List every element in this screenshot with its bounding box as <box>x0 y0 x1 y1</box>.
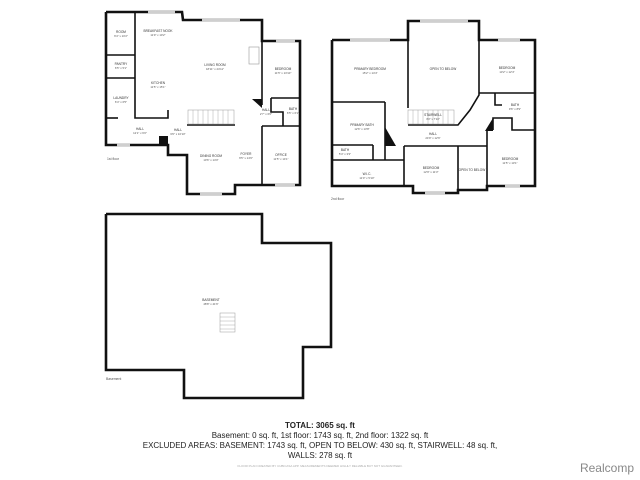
floor-areas: Basement: 0 sq. ft, 1st floor: 1743 sq. … <box>211 431 429 440</box>
room-dimensions: 12'9" x 11'3" <box>423 170 438 174</box>
walls-area: WALLS: 278 sq. ft <box>287 451 353 460</box>
room-dimensions: 11'5" x 13'10" <box>275 71 292 75</box>
room-dimensions: 11'5" x 15'1" <box>150 85 165 89</box>
room-dimensions: 3'3" x 7'10" <box>426 117 440 121</box>
room-label: OFFICE <box>275 153 287 157</box>
disclaimer: FLOOR PLAN CREATED BY CUBICASA APP. MEAS… <box>237 464 403 468</box>
floor-label: 2nd floor <box>331 197 345 201</box>
first-floor-plan: ROOM 6'4" x 10'2" BREAKFAST NOOK 11'9" x… <box>104 10 302 196</box>
room-label: BEDROOM <box>423 166 440 170</box>
room-label: BASEMENT <box>202 298 220 302</box>
room-dimensions: 18'11" x 24'11" <box>206 67 224 71</box>
room-dimensions: 11'5" x 14'1" <box>273 157 288 161</box>
room-label: FOYER <box>241 152 253 156</box>
room-dimensions: 9'6" x 8'9" <box>509 107 521 111</box>
room-labels-first: ROOM 6'4" x 10'2" BREAKFAST NOOK 11'9" x… <box>113 29 299 162</box>
second-floor-plan: PRIMARY BEDROOM 15'2" x 14'4" OPEN TO BE… <box>330 19 537 201</box>
room-labels-second: PRIMARY BEDROOM 15'2" x 14'4" OPEN TO BE… <box>339 66 521 180</box>
room-label: BREAKFAST NOOK <box>144 29 174 33</box>
excluded-areas: EXCLUDED AREAS: BASEMENT: 1743 sq. ft, O… <box>142 441 498 450</box>
room-dimensions: 13'2" x 12'4" <box>499 70 514 74</box>
room-dimensions: 12'6" x 13'8" <box>354 127 369 131</box>
brand-watermark: Realcomp <box>579 461 634 475</box>
room-dimensions: 10'6" x 14'0" <box>203 158 218 162</box>
floor-label: Basement <box>106 377 121 381</box>
room-dimensions: 12'1" x 6'0" <box>133 131 147 135</box>
room-label: STAIRWELL <box>424 113 442 117</box>
room-label: HALL <box>136 127 144 131</box>
room-label: ROOM <box>116 30 126 34</box>
room-dimensions: 6'4" x 6'5" <box>115 100 127 104</box>
room-dimensions: 11'0" x 5'10" <box>359 176 374 180</box>
room-label: BATH <box>511 103 520 107</box>
room-dimensions: 6'4" x 10'2" <box>114 34 128 38</box>
room-dimensions: 11'5" x 13'1" <box>502 161 517 165</box>
room-label: PRIMARY BATH <box>350 123 374 127</box>
room-dimensions: 2'7" x 6'0" <box>260 112 272 116</box>
room-label: LAUNDRY <box>113 96 129 100</box>
room-dimensions: 11'9" x 10'2" <box>150 33 165 37</box>
room-label: PRIMARY BEDROOM <box>354 67 386 71</box>
room-label: DINING ROOM <box>200 154 222 158</box>
room-label: HALL <box>262 108 270 112</box>
room-dimensions: 6'5" x 5'1" <box>115 66 127 70</box>
room-dimensions: 6'5" x 14'6" <box>239 156 253 160</box>
room-label: OPEN TO BELOW <box>459 168 486 172</box>
floor-label: 1st floor <box>107 157 120 161</box>
room-label: BEDROOM <box>275 67 292 71</box>
room-label: KITCHEN <box>151 81 166 85</box>
room-dimensions: 6'5" x 6'1" <box>287 111 299 115</box>
basement-plan: BASEMENT 48'8" x 41'6" Basement <box>104 212 333 400</box>
room-label: W.I.C. <box>363 172 372 176</box>
room-label: BEDROOM <box>499 66 516 70</box>
room-label: OPEN TO BELOW <box>430 67 457 71</box>
room-label: HALL <box>174 128 182 132</box>
room-label: BATH <box>341 148 350 152</box>
room-label: BEDROOM <box>502 157 519 161</box>
total-area: TOTAL: 3065 sq. ft <box>285 421 355 430</box>
room-dimensions: 48'8" x 41'6" <box>203 302 218 306</box>
room-dimensions: 15'2" x 14'4" <box>362 71 377 75</box>
room-dimensions: 6'6" x 10'10" <box>170 132 185 136</box>
room-dimensions: 24'9" x 12'6" <box>425 136 440 140</box>
room-label: PANTRY <box>115 62 129 66</box>
room-dimensions: 5'4" x 3'3" <box>339 152 351 156</box>
room-label: BATH <box>289 107 298 111</box>
room-label: LIVING ROOM <box>204 63 226 67</box>
room-label: HALL <box>429 132 437 136</box>
